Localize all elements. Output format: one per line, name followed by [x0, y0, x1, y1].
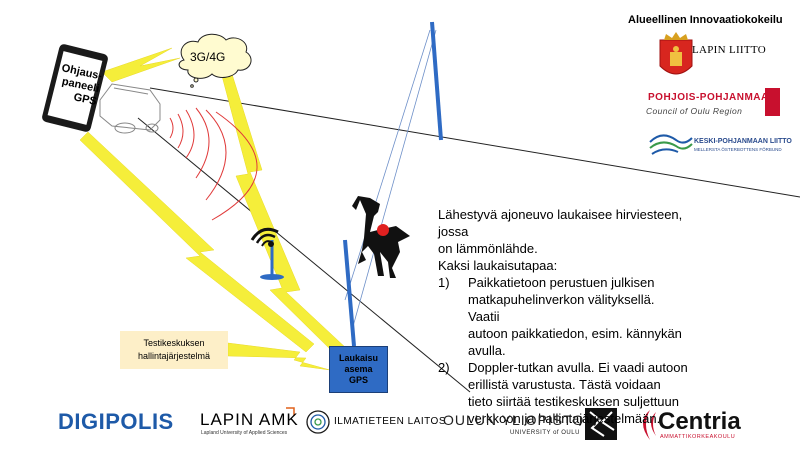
road-edge-lower [137, 117, 471, 393]
control-system-line: Testikeskuksen [143, 338, 205, 348]
list-item: 2) Doppler-tutkan avulla. Ei vaadi autoo… [438, 359, 688, 427]
phone-icon [42, 44, 108, 132]
lightning-phone-cloud [101, 47, 181, 83]
lapin-liitto-label: LAPIN LIITTO [692, 44, 766, 56]
list-number: 2) [438, 360, 450, 375]
trigger-station-line: GPS [348, 375, 368, 385]
centria-subtitle: AMMATTIKORKEAKOULU [660, 434, 736, 440]
lapin-liitto-crest [659, 32, 693, 75]
oulun-yliopisto-logo: OULUN YLIOPISTO [443, 412, 585, 428]
phone-label: Ohjaus- paneeli GPS [54, 62, 104, 109]
lapin-amk-subtitle: Lapland University of Applied Sciences [201, 430, 288, 436]
lightning-cloud-station [221, 73, 347, 355]
road-edge-upper [149, 87, 800, 198]
header-title: Alueellinen Innovaatiokokeilu [628, 14, 783, 26]
cloud-shape [178, 33, 252, 88]
trigger-station-line: asema [344, 364, 373, 374]
list-item: 1) Paikkatietoon perustuen julkisen matk… [438, 274, 688, 359]
list-line: Paikkatietoon perustuen julkisen [468, 275, 655, 290]
pp-color-block [765, 88, 780, 116]
list-line: tieto siirtää testikeskuksen suljettuun [468, 394, 679, 409]
lapin-amk-mark [286, 407, 295, 416]
fence-wire-1 [344, 29, 431, 301]
list-line: avulla. [468, 343, 506, 358]
keski-pohjanmaa-emblem [649, 134, 693, 155]
oulun-yliopisto-subtitle: UNIVERSITY of OULU [510, 430, 580, 436]
car-icon [99, 83, 161, 134]
ilmatieteen-logo: ILMATIETEEN LAITOS [334, 416, 446, 427]
wireless-links [79, 47, 347, 371]
intro-line: Lähestyvä ajoneuvo laukaisee hirviesteen… [438, 207, 683, 239]
keski-pohjanmaa-subtitle: MELLERSTA ÖSTERBOTTENS FÖRBUND [694, 147, 782, 152]
centria-emblem [643, 410, 656, 440]
network-label: 3G/4G [190, 50, 226, 64]
list-line: erillistä varustusta. Tästä voidaan [468, 377, 661, 392]
trigger-methods-list: 1) Paikkatietoon perustuen julkisen matk… [438, 274, 688, 427]
oulu-pattern-icon [585, 408, 617, 440]
control-system-line: hallintajärjestelmä [137, 351, 211, 361]
fence-wire-2 [351, 29, 437, 331]
lightning-phone-station [79, 131, 315, 353]
list-line: matkapuhelinverkon välityksellä. Vaatii [468, 292, 655, 324]
ilmatieteen-emblem [306, 410, 330, 434]
fence-pole-near [343, 239, 356, 347]
trigger-station-box: Laukaisu asema GPS [329, 346, 388, 393]
control-system-box: Testikeskuksen hallintajärjestelmä [120, 331, 228, 369]
fence-pole-far [430, 21, 443, 141]
description-intro: Lähestyvä ajoneuvo laukaisee hirviesteen… [438, 206, 688, 274]
list-number: 1) [438, 275, 450, 290]
pohjois-pohjanmaa-label: POHJOIS-POHJANMAA [648, 92, 769, 103]
intro-line: on lämmönlähde. [438, 241, 538, 256]
list-line: verkkoon ja hallintajärjestelmään. [468, 411, 661, 426]
list-line: Doppler-tutkan avulla. Ei vaadi autoon [468, 360, 688, 375]
radar-waves [169, 107, 258, 221]
antenna-icon [250, 227, 284, 280]
moose-icon [352, 196, 410, 278]
list-line: autoon paikkatiedon, esim. kännykän [468, 326, 682, 341]
centria-logo: Centria [658, 408, 741, 435]
pohjois-pohjanmaa-subtitle: Council of Oulu Region [646, 106, 743, 116]
intro-line: Kaksi laukaisutapaa: [438, 258, 558, 273]
keski-pohjanmaa-label: KESKI-POHJANMAAN LIITTO [694, 138, 792, 145]
lightning-control-station [227, 342, 331, 371]
lapin-amk-logo: LAPIN AMK [200, 410, 299, 429]
trigger-station-line: Laukaisu [338, 353, 378, 363]
description-block: Lähestyvä ajoneuvo laukaisee hirviesteen… [438, 206, 688, 427]
digipolis-logo: DIGIPOLIS [58, 409, 174, 434]
